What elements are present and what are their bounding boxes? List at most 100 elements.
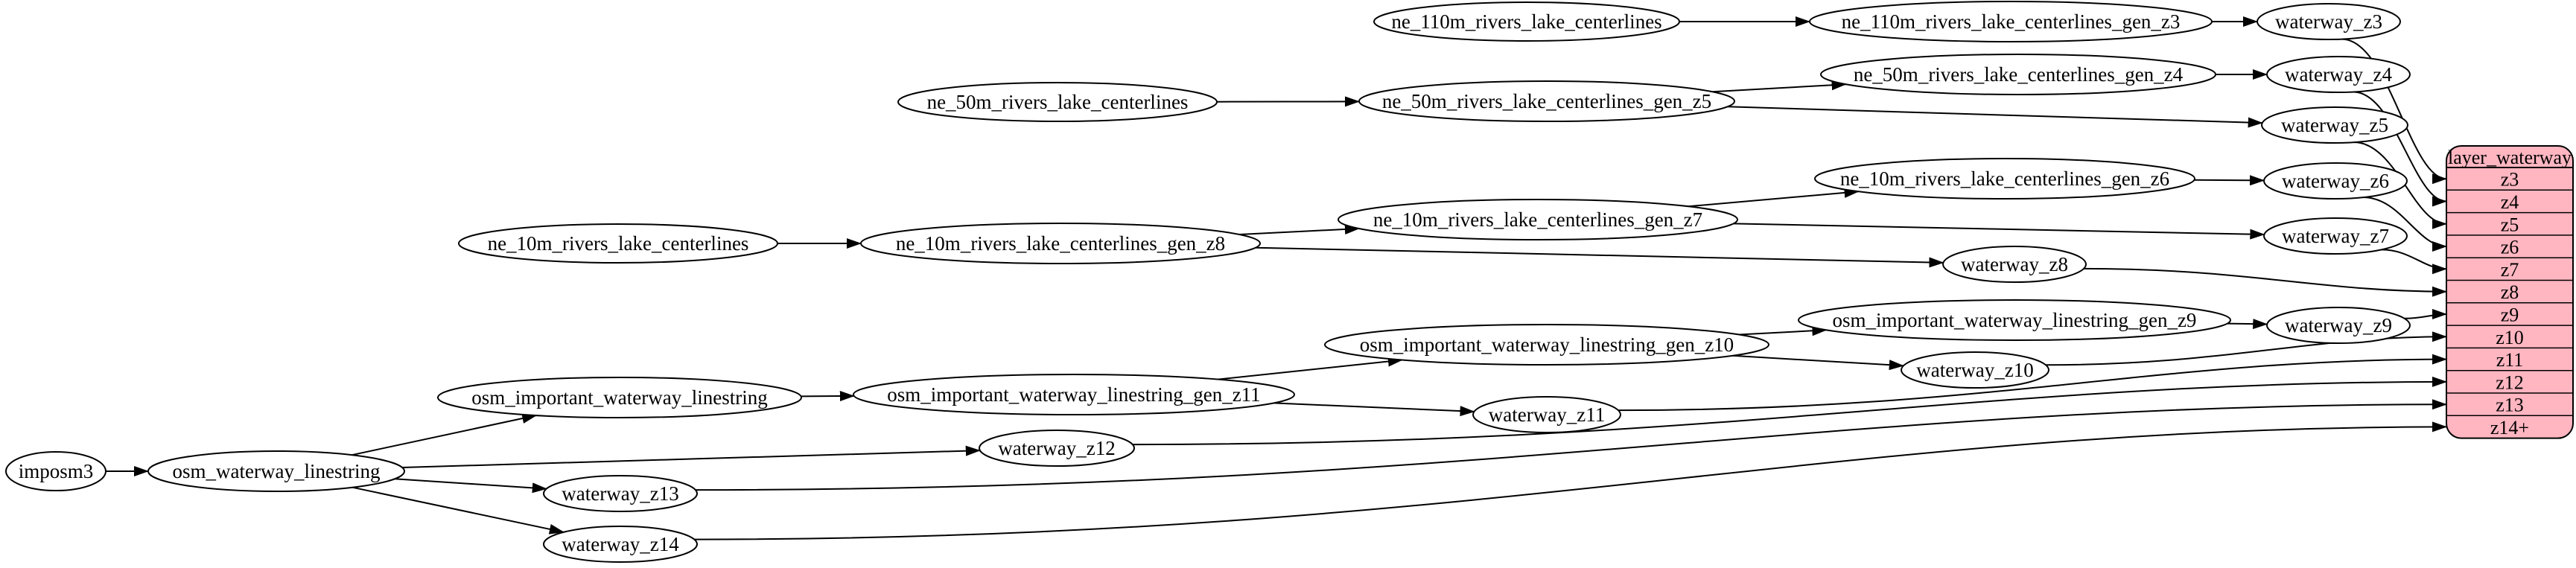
node-label-waterway_z13: waterway_z13 bbox=[562, 482, 678, 505]
node-label-waterway_z9: waterway_z9 bbox=[2285, 314, 2392, 336]
edge-osm_important_waterway_linestring_gen_z11-to-osm_important_waterway_linestring_gen_z10 bbox=[1218, 356, 1403, 380]
edge-osm_important_waterway_linestring_gen_z10-to-osm_important_waterway_linestring_gen_z9 bbox=[1738, 325, 1828, 336]
node-ellipse-waterway_z9 bbox=[2266, 307, 2411, 344]
node-label-waterway_z11: waterway_z11 bbox=[1489, 403, 1605, 426]
edge-osm_waterway_linestring-to-waterway_z13 bbox=[394, 478, 547, 494]
edge-osm_important_waterway_linestring-to-osm_important_waterway_linestring_gen_z11 bbox=[801, 391, 855, 402]
node-ne_50m_rivers_lake_centerlines_gen_z4: ne_50m_rivers_lake_centerlines_gen_z4 bbox=[1820, 54, 2216, 95]
node-waterway_z8: waterway_z8 bbox=[1942, 246, 2087, 283]
edge-waterway_z4-to-layer_waterway-z4 bbox=[2353, 91, 2447, 207]
edge-waterway_z13-to-layer_waterway-z13 bbox=[695, 399, 2447, 491]
edge-osm_waterway_linestring-to-osm_important_waterway_linestring bbox=[352, 413, 538, 456]
node-waterway_z13: waterway_z13 bbox=[543, 475, 698, 512]
edges bbox=[106, 16, 2447, 540]
node-ellipse-osm_important_waterway_linestring_gen_z10 bbox=[1324, 324, 1769, 366]
node-label-ne_50m_rivers_lake_centerlines_gen_z4: ne_50m_rivers_lake_centerlines_gen_z4 bbox=[1854, 63, 2184, 86]
node-ellipse-ne_50m_rivers_lake_centerlines_gen_z5 bbox=[1358, 80, 1735, 122]
node-ne_50m_rivers_lake_centerlines: ne_50m_rivers_lake_centerlines bbox=[897, 82, 1218, 122]
node-ne_10m_rivers_lake_centerlines_gen_z7: ne_10m_rivers_lake_centerlines_gen_z7 bbox=[1338, 199, 1738, 240]
node-ellipse-waterway_z10 bbox=[1901, 351, 2049, 389]
node-label-waterway_z4: waterway_z4 bbox=[2285, 63, 2392, 86]
node-ellipse-waterway_z13 bbox=[543, 475, 698, 512]
node-waterway_z14: waterway_z14 bbox=[543, 526, 698, 563]
node-ellipse-waterway_z3 bbox=[2257, 3, 2401, 40]
node-label-ne_10m_rivers_lake_centerlines_gen_z6: ne_10m_rivers_lake_centerlines_gen_z6 bbox=[1840, 167, 2169, 190]
node-label-ne_110m_rivers_lake_centerlines_gen_z3: ne_110m_rivers_lake_centerlines_gen_z3 bbox=[1842, 10, 2181, 33]
edge-waterway_z10-to-layer_waterway-z10 bbox=[2045, 331, 2447, 366]
node-osm_important_waterway_linestring: osm_important_waterway_linestring bbox=[437, 377, 802, 418]
edge-waterway_z14-to-layer_waterway-z14+ bbox=[694, 421, 2447, 540]
node-osm_waterway_linestring: osm_waterway_linestring bbox=[147, 450, 405, 492]
node-label-ne_10m_rivers_lake_centerlines_gen_z7: ne_10m_rivers_lake_centerlines_gen_z7 bbox=[1373, 208, 1702, 231]
node-waterway_z6: waterway_z6 bbox=[2263, 162, 2408, 200]
node-label-osm_important_waterway_linestring: osm_important_waterway_linestring bbox=[471, 386, 767, 409]
node-ellipse-imposm3 bbox=[5, 451, 106, 491]
node-waterway_z9: waterway_z9 bbox=[2266, 307, 2411, 344]
nodes: ne_110m_rivers_lake_centerlines ne_110m_r… bbox=[5, 1, 2411, 563]
edge-waterway_z7-to-layer_waterway-z7 bbox=[2381, 249, 2447, 275]
edge-ne_50m_rivers_lake_centerlines_gen_z5-to-ne_50m_rivers_lake_centerlines_gen_z4 bbox=[1712, 80, 1847, 93]
node-ellipse-ne_10m_rivers_lake_centerlines bbox=[458, 223, 778, 264]
node-label-osm_important_waterway_linestring_gen_z11: osm_important_waterway_linestring_gen_z1… bbox=[887, 383, 1260, 406]
edge-osm_important_waterway_linestring_gen_z9-to-waterway_z9 bbox=[2227, 319, 2268, 330]
node-ellipse-waterway_z11 bbox=[1472, 396, 1621, 433]
edge-ne_10m_rivers_lake_centerlines_gen_z7-to-waterway_z7 bbox=[1733, 223, 2265, 240]
edge-waterway_z3-to-layer_waterway-z3 bbox=[2341, 38, 2447, 185]
node-osm_important_waterway_linestring_gen_z9: osm_important_waterway_linestring_gen_z9 bbox=[1798, 299, 2231, 341]
edge-waterway_z6-to-layer_waterway-z6 bbox=[2363, 197, 2447, 252]
node-ellipse-waterway_z14 bbox=[543, 526, 698, 563]
edge-osm_waterway_linestring-to-waterway_z12 bbox=[401, 445, 981, 468]
node-label-waterway_z6: waterway_z6 bbox=[2282, 170, 2389, 192]
table-title: layer_waterway bbox=[2448, 147, 2572, 168]
node-label-waterway_z10: waterway_z10 bbox=[1916, 359, 2033, 381]
node-ellipse-ne_10m_rivers_lake_centerlines_gen_z8 bbox=[860, 223, 1261, 264]
node-label-osm_important_waterway_linestring_gen_z9: osm_important_waterway_linestring_gen_z9 bbox=[1833, 309, 2197, 331]
node-waterway_z11: waterway_z11 bbox=[1472, 396, 1621, 433]
node-ellipse-osm_important_waterway_linestring bbox=[437, 377, 802, 418]
node-ellipse-ne_50m_rivers_lake_centerlines bbox=[897, 82, 1218, 122]
edge-ne_10m_rivers_lake_centerlines_gen_z8-to-ne_10m_rivers_lake_centerlines_gen_z7 bbox=[1239, 223, 1360, 235]
table-row-z3: z3 bbox=[2501, 169, 2519, 191]
table-row-z8: z8 bbox=[2501, 281, 2519, 303]
table-row-z12: z12 bbox=[2496, 371, 2524, 393]
table-row-z7: z7 bbox=[2501, 259, 2519, 281]
node-waterway_z4: waterway_z4 bbox=[2266, 56, 2411, 93]
node-ellipse-ne_110m_rivers_lake_centerlines bbox=[1373, 1, 1680, 42]
table-row-z9: z9 bbox=[2501, 304, 2519, 325]
node-ellipse-ne_10m_rivers_lake_centerlines_gen_z7 bbox=[1338, 199, 1738, 240]
table-layer-waterway: layer_waterwayz3z4z5z6z7z8z9z10z11z12z13… bbox=[2446, 145, 2574, 439]
node-waterway_z12: waterway_z12 bbox=[979, 430, 1135, 467]
node-ellipse-waterway_z8 bbox=[1942, 246, 2087, 283]
node-label-ne_10m_rivers_lake_centerlines: ne_10m_rivers_lake_centerlines bbox=[488, 232, 749, 255]
node-waterway_z5: waterway_z5 bbox=[2261, 106, 2408, 144]
edge-waterway_z8-to-layer_waterway-z8 bbox=[2084, 267, 2447, 297]
node-label-waterway_z14: waterway_z14 bbox=[562, 533, 679, 555]
node-ellipse-ne_10m_rivers_lake_centerlines_gen_z6 bbox=[1814, 158, 2195, 200]
node-label-waterway_z5: waterway_z5 bbox=[2281, 114, 2388, 136]
node-ne_10m_rivers_lake_centerlines_gen_z8: ne_10m_rivers_lake_centerlines_gen_z8 bbox=[860, 223, 1261, 264]
node-ellipse-ne_110m_rivers_lake_centerlines_gen_z3 bbox=[1809, 1, 2213, 42]
edge-osm_important_waterway_linestring_gen_z11-to-waterway_z11 bbox=[1273, 402, 1475, 417]
node-osm_important_waterway_linestring_gen_z11: osm_important_waterway_linestring_gen_z1… bbox=[853, 374, 1295, 415]
node-label-ne_50m_rivers_lake_centerlines_gen_z5: ne_50m_rivers_lake_centerlines_gen_z5 bbox=[1382, 90, 1711, 112]
node-label-waterway_z3: waterway_z3 bbox=[2275, 10, 2382, 33]
edge-osm_important_waterway_linestring_gen_z10-to-waterway_z10 bbox=[1732, 354, 1904, 371]
node-waterway_z3: waterway_z3 bbox=[2257, 3, 2401, 40]
node-ne_110m_rivers_lake_centerlines_gen_z3: ne_110m_rivers_lake_centerlines_gen_z3 bbox=[1809, 1, 2213, 42]
node-ne_10m_rivers_lake_centerlines: ne_10m_rivers_lake_centerlines bbox=[458, 223, 778, 264]
node-ellipse-waterway_z4 bbox=[2266, 56, 2411, 93]
edge-ne_10m_rivers_lake_centerlines_gen_z7-to-ne_10m_rivers_lake_centerlines_gen_z6 bbox=[1688, 187, 1860, 208]
node-ne_10m_rivers_lake_centerlines_gen_z6: ne_10m_rivers_lake_centerlines_gen_z6 bbox=[1814, 158, 2195, 200]
edge-waterway_z11-to-layer_waterway-z11 bbox=[1618, 354, 2447, 412]
node-waterway_z7: waterway_z7 bbox=[2263, 217, 2408, 255]
table-row-z6: z6 bbox=[2501, 237, 2519, 258]
node-imposm3: imposm3 bbox=[5, 451, 106, 491]
node-label-waterway_z12: waterway_z12 bbox=[998, 437, 1115, 459]
node-ellipse-waterway_z6 bbox=[2263, 162, 2408, 200]
node-label-osm_important_waterway_linestring_gen_z10: osm_important_waterway_linestring_gen_z1… bbox=[1360, 334, 1734, 356]
node-label-ne_110m_rivers_lake_centerlines: ne_110m_rivers_lake_centerlines bbox=[1391, 10, 1661, 33]
node-ellipse-waterway_z7 bbox=[2263, 217, 2408, 255]
node-ellipse-osm_important_waterway_linestring_gen_z9 bbox=[1798, 299, 2231, 341]
